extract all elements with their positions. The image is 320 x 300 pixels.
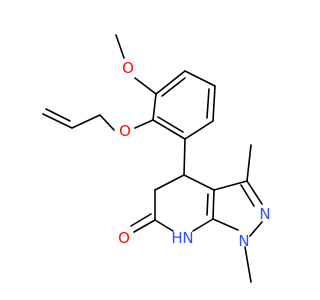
bond-methoxy-o-ring	[134, 77, 157, 95]
bond-ring-e-inner	[157, 116, 184, 133]
bond-layer	[42, 34, 263, 283]
bond-ring-to-c4	[183, 138, 186, 176]
bond-n1-methyl	[244, 246, 252, 283]
atom-ether-oxygen: O	[119, 122, 131, 140]
bond-c6-o-a	[133, 219, 156, 233]
bond-c3-methyl	[246, 144, 252, 182]
bond-ring-d	[184, 120, 214, 140]
bond-c4-c5	[154, 174, 185, 191]
bond-ring-b	[184, 70, 216, 87]
bond-c3-n2-a	[246, 180, 263, 205]
bond-ring-f	[152, 93, 157, 121]
molecule-structure: O O N N H N O	[42, 34, 271, 283]
bond-n1-c7a	[212, 218, 239, 231]
bond-c4-c3a	[183, 174, 215, 191]
bond-ch-ch2-b	[45, 108, 71, 122]
bond-ring-c	[212, 85, 216, 122]
atom-amide-nitrogen: N	[182, 229, 193, 247]
bond-c3-n2-b	[240, 184, 255, 207]
bond-ch2-ch	[71, 114, 101, 129]
bond-n7-c7a	[192, 218, 214, 232]
bond-ether-o-ch2	[99, 114, 115, 131]
atom-amide-hydrogen: H	[171, 229, 182, 247]
bond-ring-a-inner	[161, 77, 186, 97]
atom-labels: O O N N H N O	[118, 59, 271, 250]
bond-methyl-methoxy-o	[115, 34, 125, 59]
bond-ring-e	[152, 119, 186, 140]
bond-ch-ch2-a	[42, 113, 73, 129]
atom-pyrazole-n2: N	[259, 205, 270, 223]
atom-methoxy-oxygen: O	[122, 59, 134, 77]
bond-ring-ether-o	[134, 119, 154, 129]
bond-c6-n7	[154, 219, 174, 232]
bond-ring-c-inner	[206, 88, 210, 119]
bond-n2-n1	[249, 221, 263, 237]
atom-pyrazole-n1: N	[238, 232, 249, 250]
bond-c7a-c3a	[212, 189, 215, 220]
bond-c7a-c3a-inner	[206, 193, 209, 216]
bond-c6-o-b	[130, 213, 152, 227]
bond-ring-a	[155, 70, 186, 95]
atom-carbonyl-oxygen: O	[118, 229, 130, 247]
bond-c3a-c3	[213, 180, 248, 191]
